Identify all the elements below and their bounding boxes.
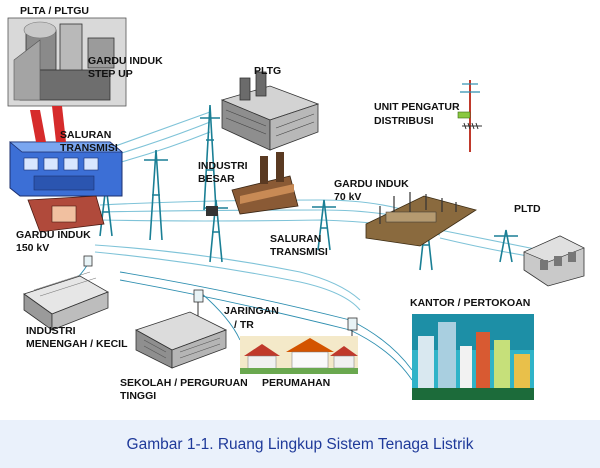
label-saluran-bawah-line1: SALURAN <box>270 233 321 245</box>
label-pltg: PLTG <box>254 65 281 77</box>
distribution-poles <box>83 206 358 345</box>
label-saluran-atas-line1: SALURAN <box>60 129 111 141</box>
unit-pengatur-distribusi-pole <box>457 80 482 152</box>
step-up-substation-illustration <box>8 106 124 197</box>
label-industri-besar-line2: BESAR <box>198 173 235 185</box>
tower-4 <box>312 199 336 251</box>
label-pltd: PLTD <box>514 203 541 215</box>
industri-kecil-illustration <box>23 271 109 331</box>
label-kantor: KANTOR / PERTOKOAN <box>410 297 530 309</box>
pltg-plant-illustration <box>220 71 320 151</box>
label-jaringan-line2: / TR <box>234 319 254 331</box>
label-unit-pengatur-line2: DISTRIBUSI <box>374 115 434 127</box>
label-industri-kecil-line1: INDUSTRI <box>26 325 76 337</box>
label-sekolah-line1: SEKOLAH / PERGURUAN <box>120 377 248 389</box>
label-saluran-atas-line2: TRANSMISI <box>60 142 118 154</box>
perumahan-illustration <box>240 336 358 374</box>
label-gardu-150kv-line1: GARDU INDUK <box>16 229 91 241</box>
tower-1 <box>200 104 220 211</box>
label-gardu-70kv-line2: 70 kV <box>334 191 361 203</box>
label-gardu-70kv-line1: GARDU INDUK <box>334 178 409 190</box>
tower-2 <box>144 149 168 241</box>
figure-caption: Gambar 1-1. Ruang Lingkup Sistem Tenaga … <box>127 436 474 453</box>
label-jaringan-line1: JARINGAN <box>224 305 279 317</box>
tower-6 <box>494 229 518 263</box>
label-industri-besar-line1: INDUSTRI <box>198 160 248 172</box>
substation-150kv-illustration <box>27 195 105 233</box>
label-saluran-bawah-line2: TRANSMISI <box>270 246 328 258</box>
label-unit-pengatur-line1: UNIT PENGATUR <box>374 101 460 113</box>
label-gardu-150kv-line2: 150 kV <box>16 242 49 254</box>
label-plta: PLTA / PLTGU <box>20 5 89 17</box>
label-gardu-step-up-line2: STEP UP <box>88 68 133 80</box>
substation-70kv-illustration <box>365 192 477 247</box>
label-sekolah-line2: TINGGI <box>120 390 156 402</box>
pltd-plant-illustration <box>523 235 585 287</box>
caption-box: Gambar 1-1. Ruang Lingkup Sistem Tenaga … <box>0 420 600 468</box>
plta-plant-illustration <box>7 17 127 107</box>
industri-besar-illustration <box>231 152 299 215</box>
label-gardu-step-up-line1: GARDU INDUK <box>88 55 163 67</box>
kantor-pertokoan-illustration <box>412 314 534 400</box>
label-perumahan: PERUMAHAN <box>262 377 330 389</box>
diagram-labels: PLTA / PLTGU GARDU INDUK STEP UP PLTG UN… <box>16 5 541 402</box>
sekolah-illustration <box>135 311 228 369</box>
label-industri-kecil-line2: MENENGAH / KECIL <box>26 338 128 350</box>
